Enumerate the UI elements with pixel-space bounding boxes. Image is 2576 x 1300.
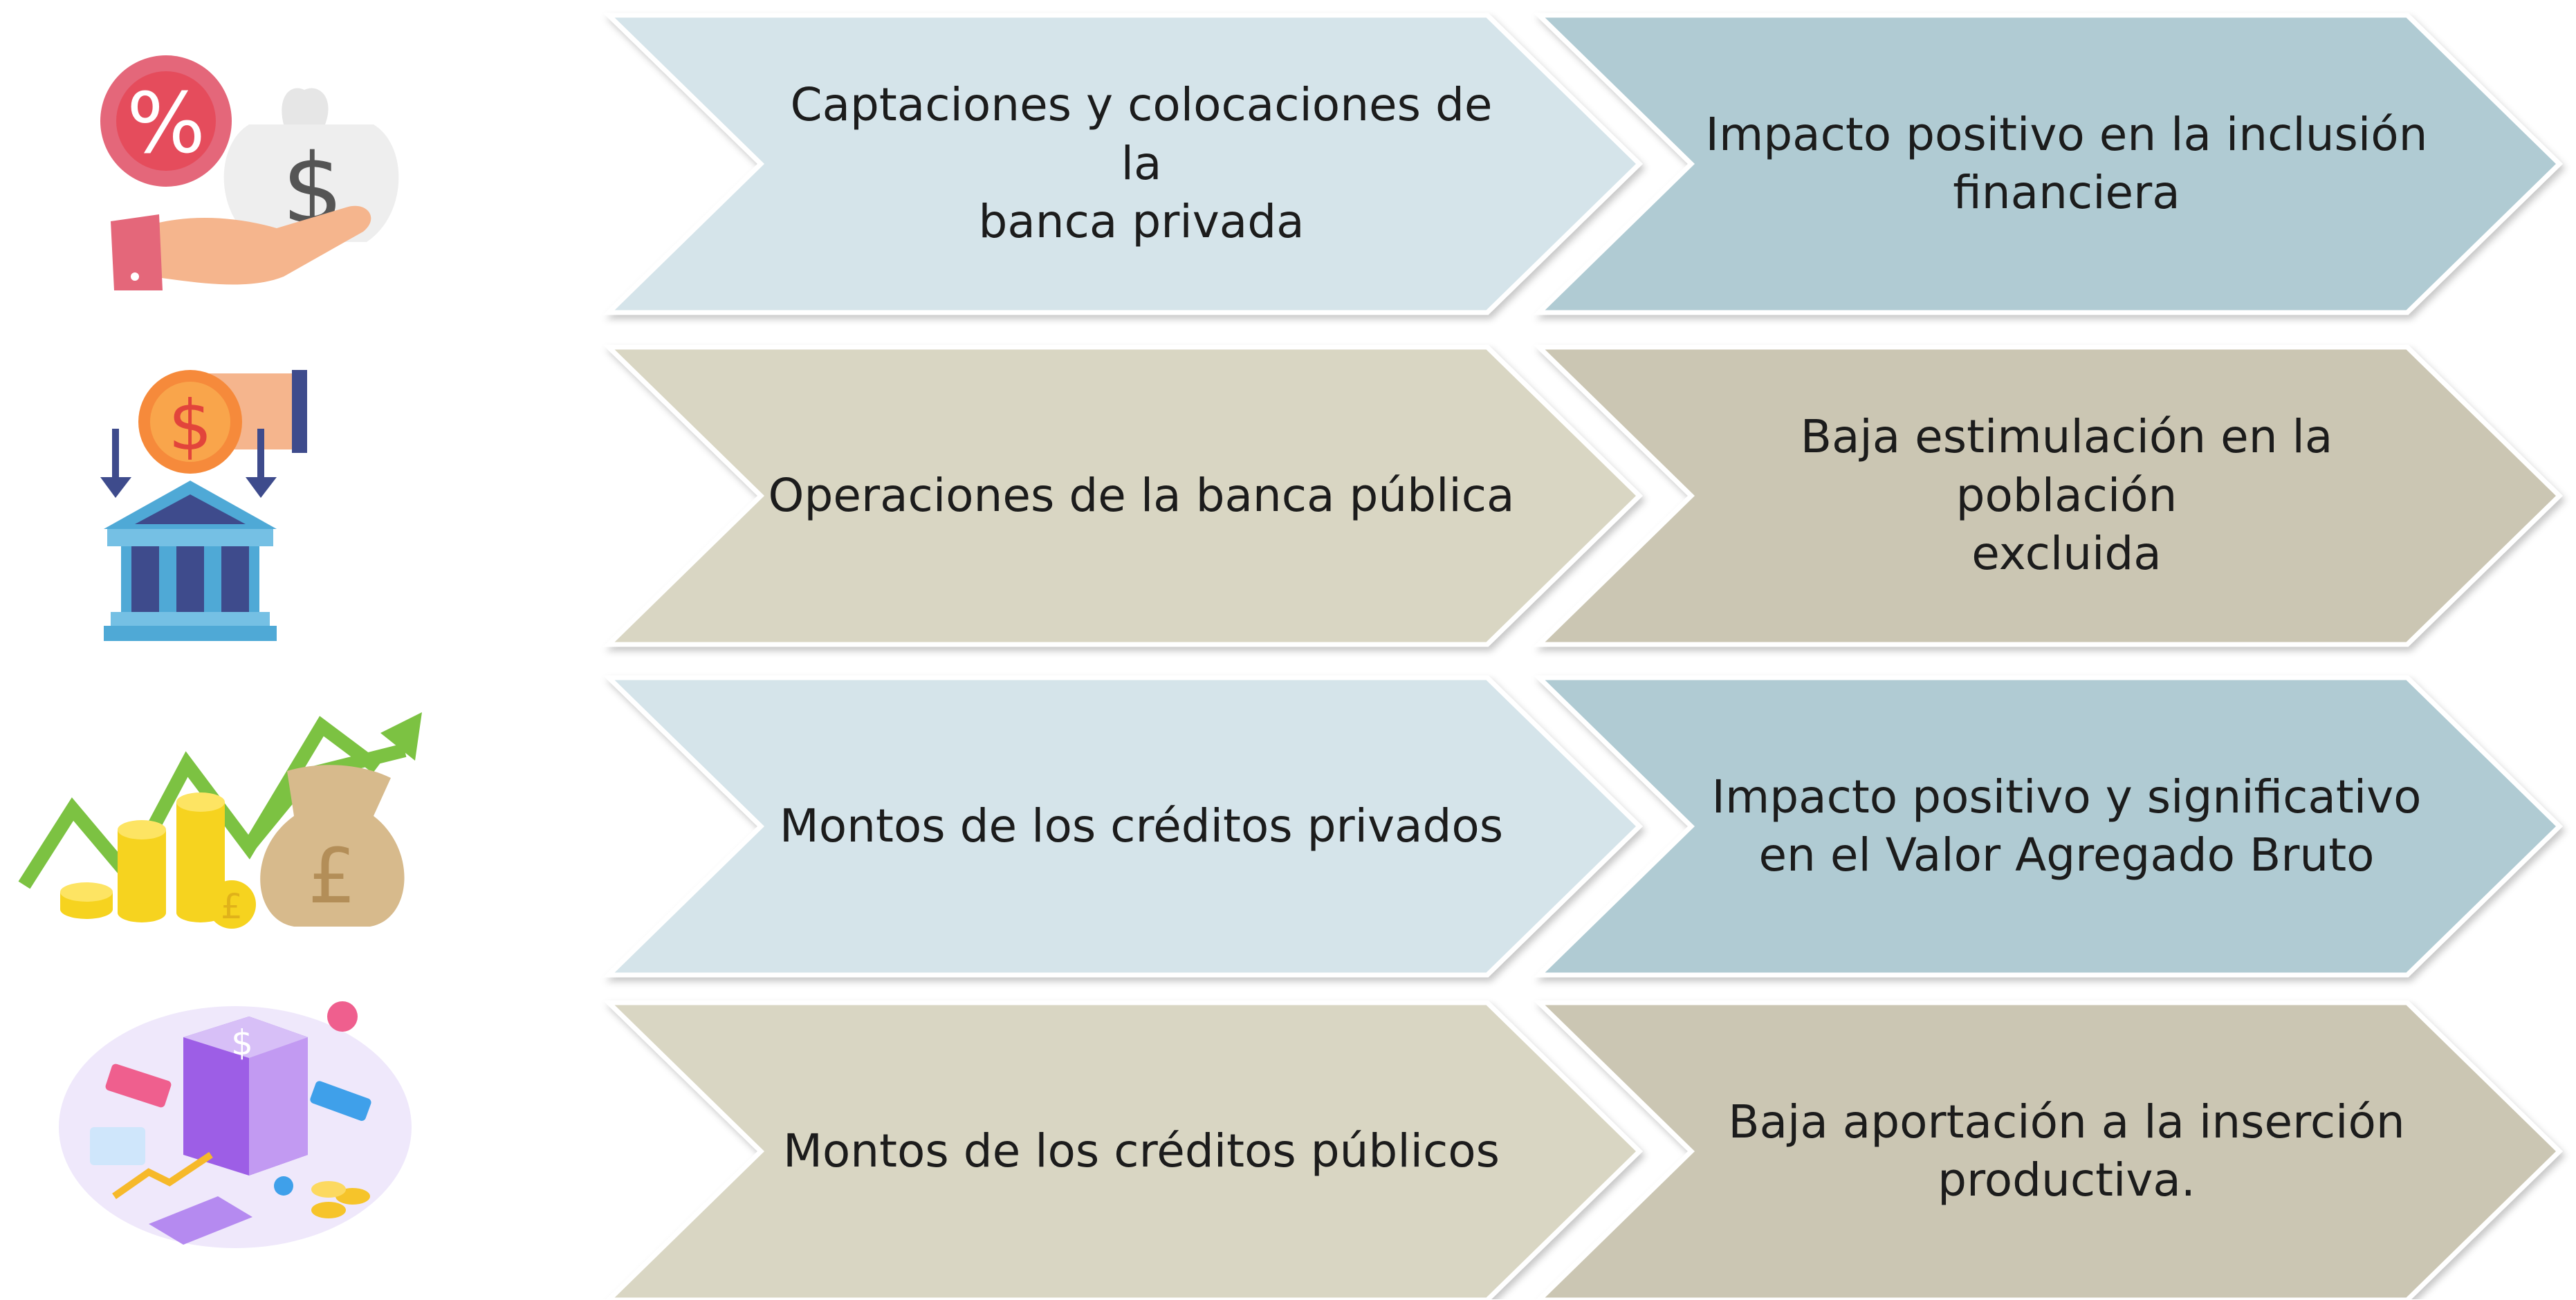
cause-label-line: Operaciones de la banca pública (768, 468, 1515, 522)
cause-label-4: Montos de los créditos públicos (768, 1003, 1515, 1300)
effect-label-line: Baja estimulación en la población (1800, 410, 2333, 522)
effect-chevron-3 (1533, 675, 2564, 978)
cause-label-line: Montos de los créditos privados (779, 799, 1504, 853)
effect-chevron-4 (1533, 1000, 2564, 1299)
cause-label-line: banca privada (978, 195, 1305, 249)
effect-label-line: excluida (1971, 527, 2162, 581)
cause-label-3: Montos de los créditos privados (768, 678, 1515, 975)
cause-label-line: Captaciones y colocaciones de la (790, 78, 1493, 190)
svg-text:£: £ (308, 832, 356, 920)
cause-chevron-4 (602, 1000, 1644, 1299)
effect-label-line: Impacto positivo en la inclusión (1705, 107, 2428, 161)
svg-text:%: % (127, 76, 205, 172)
cause-chevron-3 (602, 675, 1644, 978)
effect-label-line: Baja aportación a la inserción (1728, 1095, 2405, 1149)
effect-chevron-2 (1533, 344, 2564, 647)
svg-text:£: £ (221, 886, 243, 927)
isometric-finance-building-icon: $ (59, 1001, 412, 1248)
percent-money-bag-hand-icon: $ % (100, 55, 399, 290)
effect-label-line: en el Valor Agregado Bruto (1758, 828, 2375, 882)
cause-chevron-2 (602, 344, 1644, 647)
cause-label-2: Operaciones de la banca pública (768, 347, 1515, 644)
effect-label-line: financiera (1953, 166, 2180, 219)
svg-text:$: $ (168, 385, 212, 466)
effect-label-line: productiva. (1938, 1153, 2196, 1207)
effect-chevron-1 (1533, 12, 2564, 315)
svg-text:$: $ (231, 1023, 253, 1063)
chevron-group (602, 12, 2564, 1299)
cause-chevron-1 (602, 12, 1644, 315)
bank-coin-deposit-icon: $ (100, 370, 307, 641)
effect-label-line: Impacto positivo y significativo (1711, 770, 2422, 824)
cause-label-line: Montos de los créditos públicos (782, 1124, 1500, 1178)
growth-chart-coins-pound-bag-icon: £ £ (18, 712, 422, 929)
